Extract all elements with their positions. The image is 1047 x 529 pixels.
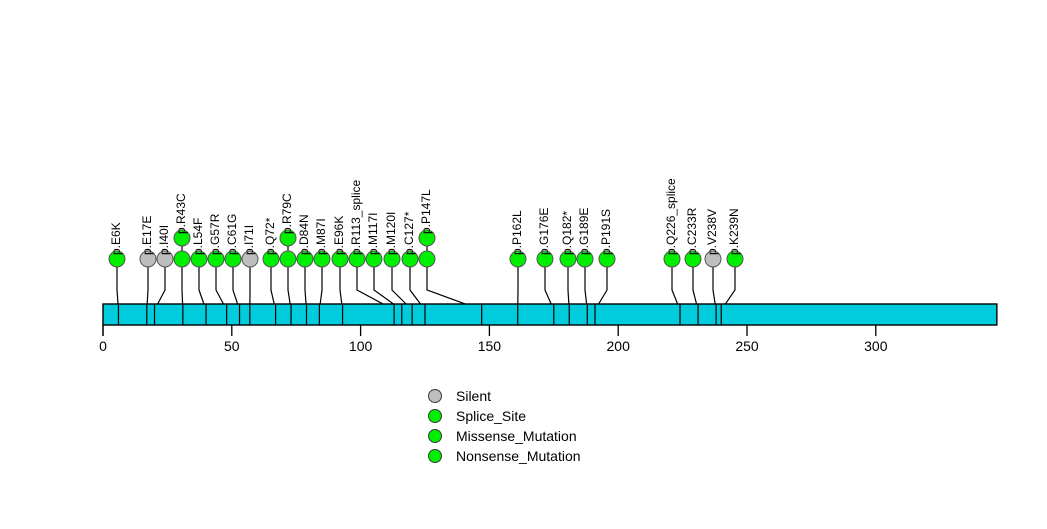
legend-color-dot [428,409,442,423]
axis-tick-label: 50 [224,339,240,353]
mutation-label: p.K239N [728,208,740,255]
lollipop-head[interactable] [174,251,190,267]
legend-item[interactable]: Splice_Site [428,409,526,423]
axis-tick-label: 250 [735,339,758,353]
legend-color-dot [428,429,442,443]
legend-label: Missense_Mutation [456,429,577,443]
mutation-label: p.M87I [315,218,327,255]
mutation-label: p.M120I [385,212,397,255]
mutation-label: p.C233R [686,208,698,255]
mutation-label: p.E17E [141,216,153,255]
mutation-label: p.M117I [367,213,379,255]
mutation-label: p.G189E [578,208,590,255]
mutation-label: p.R113_splice [350,180,362,255]
mutation-label: p.G176E [538,208,550,255]
legend-label: Splice_Site [456,409,526,423]
mutation-label: p.C61G [226,214,238,255]
axis-tick-label: 100 [349,339,372,353]
legend-item[interactable]: Missense_Mutation [428,429,577,443]
axis-tick-label: 150 [478,339,501,353]
legend-label: Nonsense_Mutation [456,449,581,463]
mutation-label: p.L54F [192,218,204,255]
mutation-label: p.Q72* [264,218,276,255]
axis-tick-label: 0 [99,339,107,353]
mutation-label: p.P162L [511,210,523,255]
legend-item[interactable]: Silent [428,389,491,403]
mutation-label: p.P147L [420,189,432,234]
lollipop-head[interactable] [280,251,296,267]
legend-item[interactable]: Nonsense_Mutation [428,449,581,463]
mutation-label: p.G57R [209,214,221,255]
mutation-label: p.R43C [175,193,187,234]
mutation-label: p.R79C [281,193,293,234]
mutation-label: p.V238V [706,209,718,255]
mutation-label: p.P191S [600,209,612,255]
mutation-label: p.E96K [333,216,345,255]
mutation-label: p.Q182* [561,211,573,255]
mutation-label: p.I40I [158,225,170,255]
axis-tick-label: 200 [607,339,630,353]
legend-color-dot [428,389,442,403]
protein-bar [103,304,997,325]
mutation-label: p.Q226_splice [665,178,677,255]
mutation-label: p.C127* [403,212,415,255]
mutation-label: p.I71I [243,225,255,255]
legend-color-dot [428,449,442,463]
legend-label: Silent [456,389,491,403]
lollipop-head[interactable] [419,251,435,267]
mutation-label: p.D84N [298,214,310,255]
axis-tick-label: 300 [864,339,887,353]
mutation-label: p.E6K [110,222,122,255]
